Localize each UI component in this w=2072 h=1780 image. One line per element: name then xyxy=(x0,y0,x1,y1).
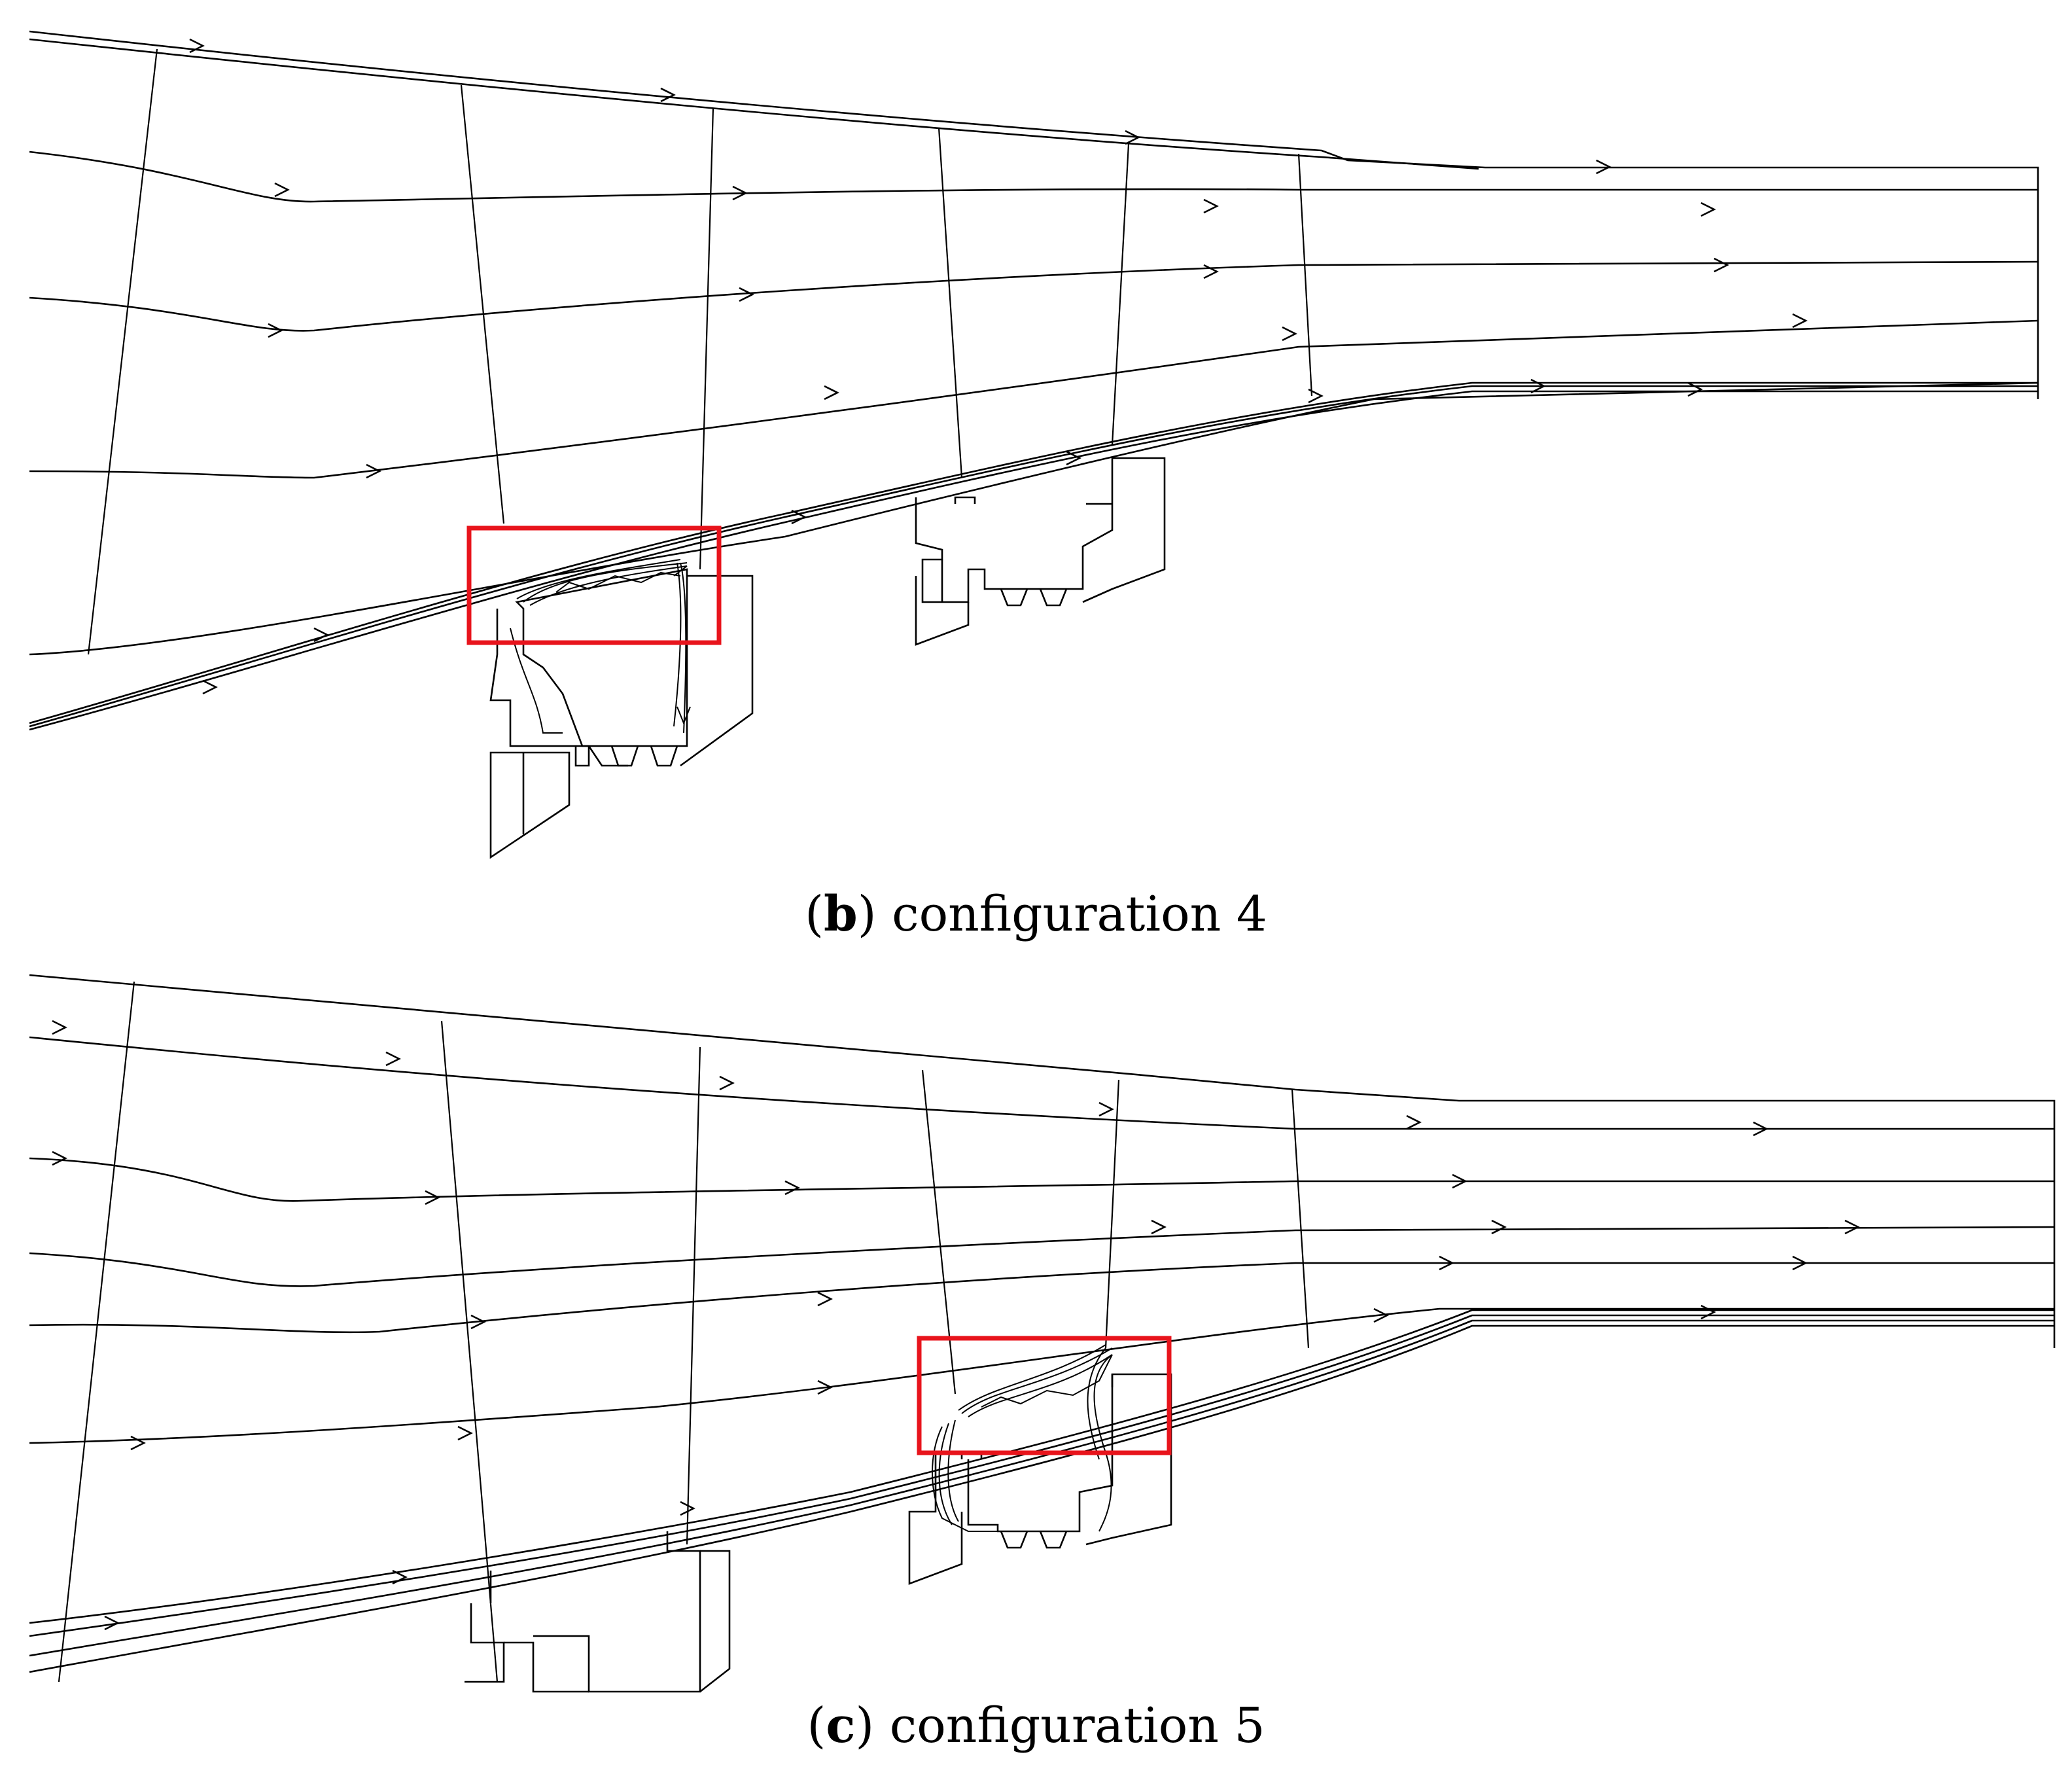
panel-c-letter: c xyxy=(826,1698,856,1754)
panel-c-streamlines xyxy=(29,1036,2055,1673)
panel-c-highlight-box xyxy=(917,1336,1172,1455)
panel-b-cavity-1 xyxy=(489,568,754,859)
panel-b-highlight-box xyxy=(466,525,722,645)
panel-c-caption: (c) configuration 5 xyxy=(807,1698,1265,1754)
panel-b-flow-diagram xyxy=(29,30,2039,859)
panel-b-caption: (b) configuration 4 xyxy=(805,886,1267,942)
panel-b-cavity-2 xyxy=(915,457,1166,646)
panel-b-recirculation-zone xyxy=(510,559,691,734)
panel-b-letter: b xyxy=(823,886,858,942)
panel-b-streamlines xyxy=(29,151,2039,731)
panel-b-arrowheads xyxy=(189,38,1808,695)
panel-c-cavity-1 xyxy=(465,1531,731,1693)
panel-c-stations xyxy=(58,981,1310,1682)
panel-c-flow-diagram xyxy=(29,974,2056,1693)
panel-c-label: configuration 5 xyxy=(889,1698,1265,1754)
panel-c-upper-wall xyxy=(29,974,2056,1348)
panel-b-upper-wall xyxy=(29,30,2039,399)
panel-b-label: configuration 4 xyxy=(892,886,1267,942)
panel-b-stations xyxy=(87,48,1313,655)
panel-c-arrowheads xyxy=(52,1020,1860,1631)
